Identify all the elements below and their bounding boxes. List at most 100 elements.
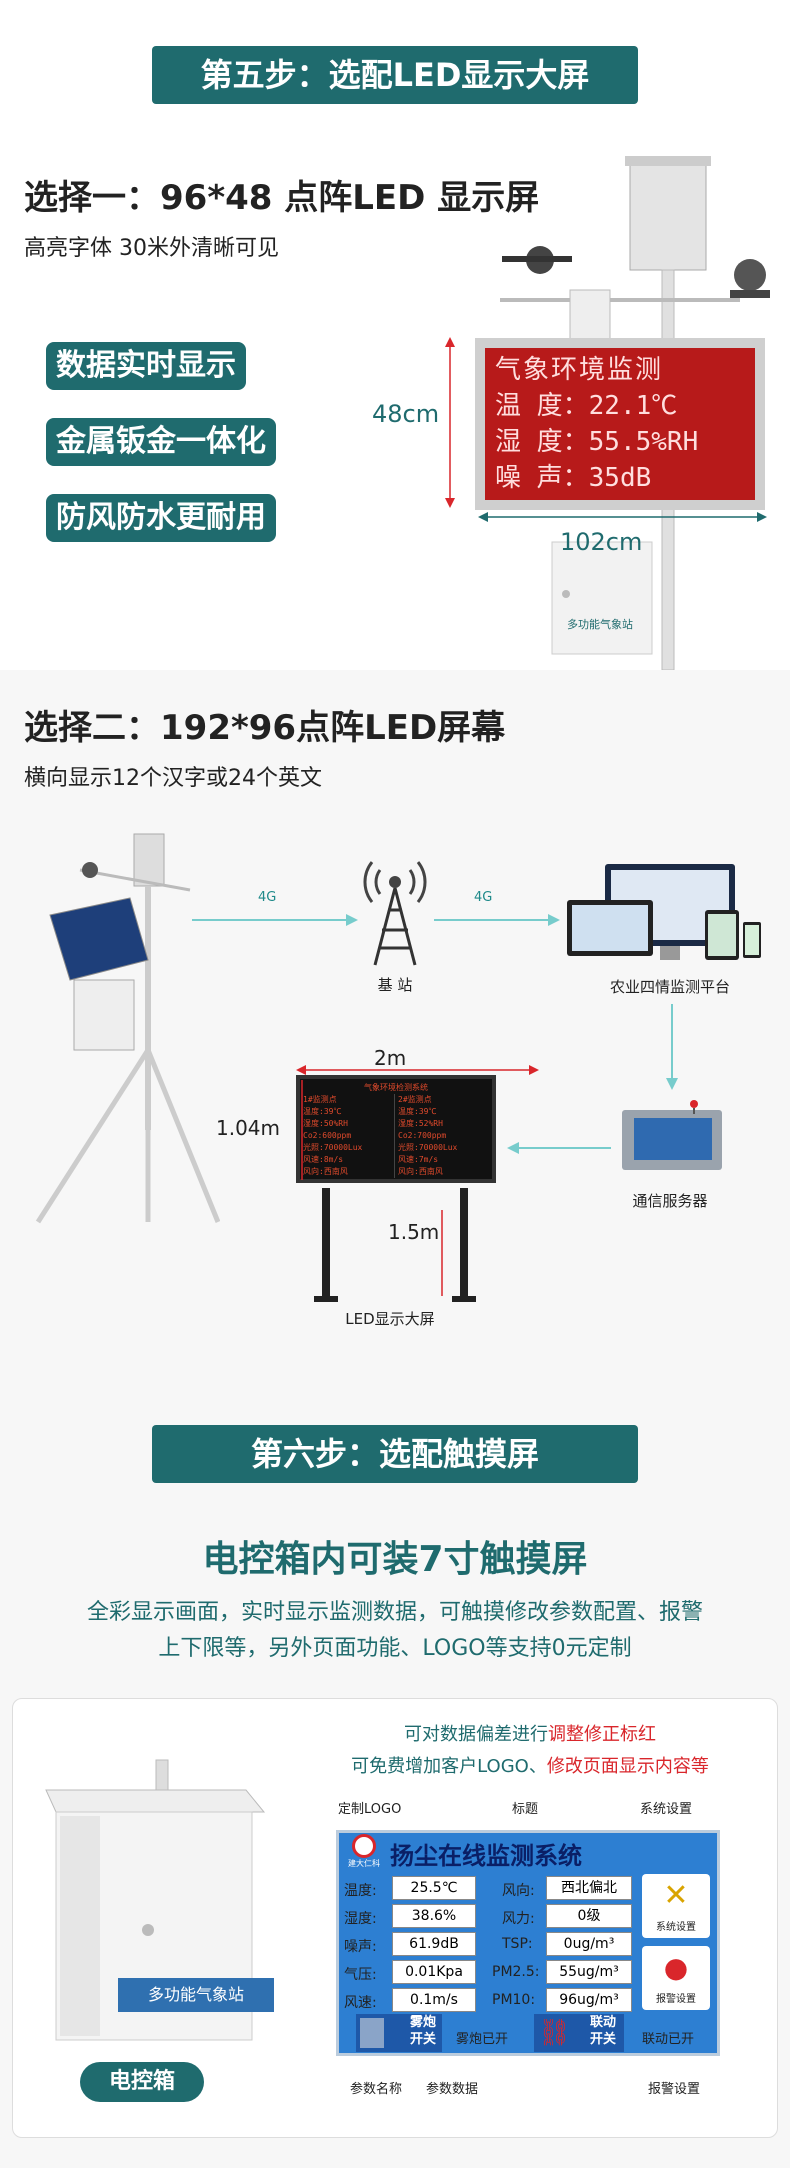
note2-normal: 可免费增加客户LOGO、: [351, 1756, 547, 1777]
led-line-1: 气象环境监测: [495, 355, 664, 385]
touch-note-2: 可免费增加客户LOGO、修改页面显示内容等: [300, 1752, 760, 1778]
screen-row-1-label-1: 温度:: [344, 1883, 377, 1899]
platform-label: 农业四情监测平台: [609, 978, 730, 996]
arrow2-label: 4G: [474, 890, 493, 905]
tools-icon: ✕: [663, 1878, 689, 1913]
led-line-4: 噪 声：35dB: [495, 463, 652, 493]
alarm-icon: ●: [663, 1951, 689, 1984]
callout-alarm: 报警设置: [648, 2082, 701, 2097]
board-cell: 风向:西南风: [303, 1167, 348, 1176]
board-cell: 光照:70000Lux: [398, 1143, 458, 1152]
control-box-caption: 电控箱: [80, 2062, 204, 2102]
screen-logo: 建大仁科: [342, 1834, 386, 1874]
board-cell: 风速:7m/s: [398, 1155, 439, 1164]
note1-normal: 可对数据偏差进行: [404, 1724, 548, 1745]
fog-status: 雾炮已开: [456, 2032, 509, 2047]
tower-label: 基 站: [377, 976, 413, 994]
screen-row-5-label-2: PM10:: [492, 1992, 536, 2008]
height-label-48cm: 48cm: [372, 400, 440, 428]
led-line-3: 湿 度：55.5%RH: [495, 427, 699, 457]
arrow-tower-to-platform: [434, 914, 560, 926]
screen-row-3-label-2: TSP:: [502, 1936, 533, 1952]
screen-row-5-value-1: 0.1m/s: [392, 1988, 476, 2012]
board-cell: 2#监测点: [398, 1095, 432, 1104]
width-label-102cm: 102cm: [560, 528, 643, 556]
board-cell: 1#监测点: [303, 1095, 337, 1104]
board-rows: 1#监测点 温度:39℃ 湿度:50%RH Co2:600ppm 光照:7000…: [303, 1094, 489, 1178]
screen-row-1-value-1: 25.5℃: [392, 1876, 476, 1900]
solar-station-illustration: [35, 833, 220, 1224]
callout-param-name: 参数名称: [350, 2082, 403, 2097]
board-cell: 湿度:52%RH: [398, 1119, 443, 1128]
board-title: 气象环境检测系统: [364, 1083, 428, 1092]
touch-note-1: 可对数据偏差进行调整修正标红: [320, 1720, 740, 1746]
arrow-platform-to-server: [666, 1004, 678, 1090]
box-label: 多功能气象站: [567, 617, 633, 631]
board-cell: 温度:39℃: [398, 1107, 437, 1116]
tower-icon: [363, 861, 427, 966]
callout-title: 标题: [512, 1802, 539, 1817]
callout-settings: 系统设置: [640, 1802, 693, 1817]
touch-heading: 电控箱内可装7寸触摸屏: [202, 1539, 588, 1580]
screen-title: 扬尘在线监测系统: [390, 1842, 582, 1870]
screen-row-2-label-1: 湿度:: [344, 1911, 377, 1927]
option2-title: 选择二：192*96点阵LED屏幕: [24, 708, 506, 748]
board-col-1: 1#监测点 温度:39℃ 湿度:50%RH Co2:600ppm 光照:7000…: [303, 1094, 395, 1178]
weather-station-illustration: 多功能气象站: [500, 156, 770, 670]
screen-row-4-value-2: 55ug/m³: [546, 1960, 632, 1984]
option2-subtitle: 横向显示12个汉字或24个英文: [24, 766, 322, 791]
board-cell: 湿度:50%RH: [303, 1119, 348, 1128]
board-cell: 光照:70000Lux: [303, 1143, 363, 1152]
screen-row-2-value-2: 0级: [546, 1904, 632, 1928]
option1-title: 选择一：96*48 点阵LED 显示屏: [24, 178, 540, 218]
board-cell: Co2:600ppm: [303, 1131, 352, 1140]
pole-height-label: 1.5m: [388, 1220, 440, 1244]
callout-param-data: 参数数据: [426, 2082, 479, 2097]
feature-pill-3: 防风防水更耐用: [46, 494, 276, 542]
screen-row-2-value-1: 38.6%: [392, 1904, 476, 1928]
link-status: 联动已开: [642, 2032, 695, 2047]
feature-pill-1: 数据实时显示: [46, 342, 246, 390]
screen-row-1-value-2: 西北偏北: [546, 1876, 632, 1900]
screen-row-3-value-1: 61.9dB: [392, 1932, 476, 1956]
arrow1-label: 4G: [258, 890, 277, 905]
link-icon: ⛓: [538, 2018, 572, 2048]
board-caption: LED显示大屏: [345, 1310, 435, 1328]
board-cell: 风速:8m/s: [303, 1155, 344, 1164]
step6-banner: 第六步：选配触摸屏: [152, 1425, 638, 1483]
screen-row-5-label-1: 风速:: [344, 1995, 377, 2011]
led-line-2: 温 度：22.1℃: [495, 391, 678, 421]
touch-desc-line2: 上下限等，另外页面功能、LOGO等支持0元定制: [158, 1636, 632, 1661]
fog-cannon-icon: [360, 2018, 384, 2048]
led-display-96x48: 气象环境监测 温 度：22.1℃ 湿 度：55.5%RH 噪 声：35dB: [475, 338, 765, 510]
control-box-label: 多功能气象站: [118, 1978, 274, 2012]
dimension-lines: [445, 337, 767, 522]
touch-desc-line1: 全彩显示画面，实时显示监测数据，可触摸修改参数配置、报警: [86, 1600, 703, 1625]
arrow-station-to-tower: [192, 914, 358, 926]
board-cell: 温度:39℃: [303, 1107, 342, 1116]
arrow-server-to-board: [507, 1142, 611, 1154]
server-icon: [622, 1100, 722, 1170]
feature-pill-2: 金属钣金一体化: [46, 418, 276, 466]
system-settings-button[interactable]: ✕ 系统设置: [642, 1874, 710, 1938]
link-button[interactable]: 联动 开关: [534, 2014, 624, 2052]
board-posts: [296, 1065, 539, 1302]
screen-row-1-label-2: 风向:: [502, 1883, 535, 1899]
screen-row-3-label-1: 噪声:: [344, 1939, 377, 1955]
board-height-label: 1.04m: [216, 1116, 281, 1140]
callout-logo: 定制LOGO: [338, 1802, 402, 1817]
platform-devices-icon: [567, 864, 761, 960]
option1-subtitle: 高亮字体 30米外清晰可见: [24, 236, 279, 261]
note1-red: 调整修正标红: [548, 1724, 656, 1745]
board-cell: 风向:西南风: [398, 1167, 443, 1176]
alarm-settings-button[interactable]: ● 报警设置: [642, 1946, 710, 2010]
screen-row-3-value-2: 0ug/m³: [546, 1932, 632, 1956]
logo-circle: [352, 1834, 376, 1858]
note2-red: 修改页面显示内容等: [546, 1756, 709, 1777]
screen-row-2-label-2: 风力:: [502, 1911, 535, 1927]
alarm-settings-label: 报警设置: [656, 1994, 696, 2005]
logo-text: 建大仁科: [348, 1859, 380, 1868]
screen-row-4-label-2: PM2.5:: [492, 1964, 540, 1980]
screen-row-4-value-1: 0.01Kpa: [392, 1960, 476, 1984]
screen-row-5-value-2: 96ug/m³: [546, 1988, 632, 2012]
